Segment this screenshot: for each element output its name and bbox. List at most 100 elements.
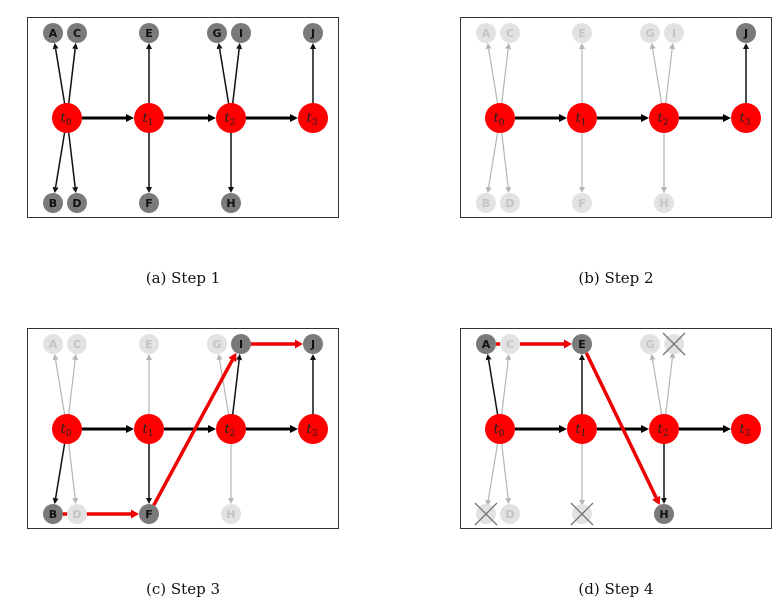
edge-t1-t2 — [597, 114, 649, 122]
leaf-node-h: H — [654, 193, 674, 213]
svg-text:E: E — [145, 338, 153, 351]
svg-text:F: F — [145, 508, 153, 521]
leaf-node-e: E — [139, 23, 159, 43]
time-node-t0: t0 — [485, 103, 515, 133]
panel-frame — [460, 17, 772, 218]
leaf-node-c: C — [500, 334, 520, 354]
svg-text:B: B — [49, 508, 57, 521]
svg-text:t3: t3 — [307, 111, 318, 128]
edge-t0-t1 — [515, 114, 567, 122]
edge-t1-t2 — [597, 425, 649, 433]
svg-text:t1: t1 — [576, 422, 587, 439]
svg-text:E: E — [145, 27, 153, 40]
svg-text:F: F — [145, 197, 153, 210]
svg-text:t2: t2 — [225, 422, 236, 439]
leaf-node-j: J — [736, 23, 756, 43]
time-node-t1: t1 — [134, 103, 164, 133]
caption-b: (b) Step 2 — [578, 269, 654, 287]
time-node-t1: t1 — [134, 414, 164, 444]
leaf-node-a: A — [476, 23, 496, 43]
edge-t2-t3 — [679, 114, 731, 122]
svg-text:C: C — [73, 27, 81, 40]
svg-text:C: C — [506, 338, 514, 351]
caption-d: (d) Step 4 — [578, 580, 654, 598]
leaf-node-e: E — [572, 334, 592, 354]
leaf-node-f: F — [139, 193, 159, 213]
svg-text:t0: t0 — [61, 111, 72, 128]
svg-text:A: A — [49, 27, 58, 40]
svg-text:t2: t2 — [658, 422, 669, 439]
leaf-node-f: F — [139, 504, 159, 524]
path-arrow-e-h — [584, 352, 661, 505]
time-node-t3: t3 — [731, 103, 761, 133]
time-node-t3: t3 — [298, 103, 328, 133]
time-node-t1: t1 — [567, 103, 597, 133]
leaf-node-h: H — [221, 504, 241, 524]
time-node-t1: t1 — [567, 414, 597, 444]
svg-text:C: C — [506, 27, 514, 40]
leaf-node-c: C — [67, 23, 87, 43]
leaf-node-g: G — [207, 334, 227, 354]
time-node-t2: t2 — [649, 103, 679, 133]
leaf-node-b: B — [476, 193, 496, 213]
edge-t1-t2 — [164, 114, 216, 122]
time-node-t2: t2 — [216, 414, 246, 444]
leaf-node-j: J — [303, 334, 323, 354]
leaf-node-i: I — [231, 23, 251, 43]
svg-text:F: F — [578, 197, 586, 210]
leaf-node-e: E — [572, 23, 592, 43]
svg-text:G: G — [645, 338, 654, 351]
removed-leaf-i — [662, 332, 686, 356]
removed-leaf-f — [570, 502, 594, 526]
leaf-node-g: G — [640, 23, 660, 43]
edge-t0-t1 — [515, 425, 567, 433]
panel-frame — [27, 328, 339, 529]
caption-a: (a) Step 1 — [145, 269, 221, 287]
svg-text:J: J — [310, 27, 315, 40]
leaf-node-g: G — [207, 23, 227, 43]
edge-t0-t1 — [82, 114, 134, 122]
svg-text:B: B — [482, 197, 490, 210]
panel-frame — [27, 17, 339, 218]
leaf-node-j: J — [303, 23, 323, 43]
svg-text:I: I — [672, 27, 676, 40]
svg-text:G: G — [212, 27, 221, 40]
panel-frame — [460, 328, 772, 529]
leaf-node-d: D — [500, 504, 520, 524]
path-arrow-f-i — [152, 352, 237, 507]
removed-leaf-b — [474, 502, 498, 526]
svg-text:E: E — [578, 338, 586, 351]
svg-text:D: D — [505, 197, 514, 210]
time-node-t3: t3 — [731, 414, 761, 444]
svg-text:t1: t1 — [143, 422, 154, 439]
svg-text:H: H — [659, 197, 668, 210]
path-arrow-i-j — [251, 339, 303, 349]
leaf-node-h: H — [221, 193, 241, 213]
time-node-t0: t0 — [485, 414, 515, 444]
edge-t0-t1 — [82, 425, 134, 433]
svg-text:t1: t1 — [143, 111, 154, 128]
svg-text:t0: t0 — [494, 422, 505, 439]
svg-text:t2: t2 — [658, 111, 669, 128]
svg-text:A: A — [482, 27, 491, 40]
svg-text:C: C — [73, 338, 81, 351]
svg-text:G: G — [212, 338, 221, 351]
svg-text:D: D — [505, 508, 514, 521]
svg-text:J: J — [310, 338, 315, 351]
svg-text:t0: t0 — [494, 111, 505, 128]
leaf-node-e: E — [139, 334, 159, 354]
svg-text:D: D — [72, 508, 81, 521]
leaf-node-a: A — [43, 334, 63, 354]
svg-text:H: H — [659, 508, 668, 521]
time-node-t0: t0 — [52, 103, 82, 133]
svg-text:t0: t0 — [61, 422, 72, 439]
leaf-node-f: F — [572, 193, 592, 213]
leaf-node-c: C — [500, 23, 520, 43]
edge-t2-t3 — [679, 425, 731, 433]
svg-text:I: I — [239, 27, 243, 40]
edge-t2-t3 — [246, 114, 298, 122]
svg-text:J: J — [743, 27, 748, 40]
